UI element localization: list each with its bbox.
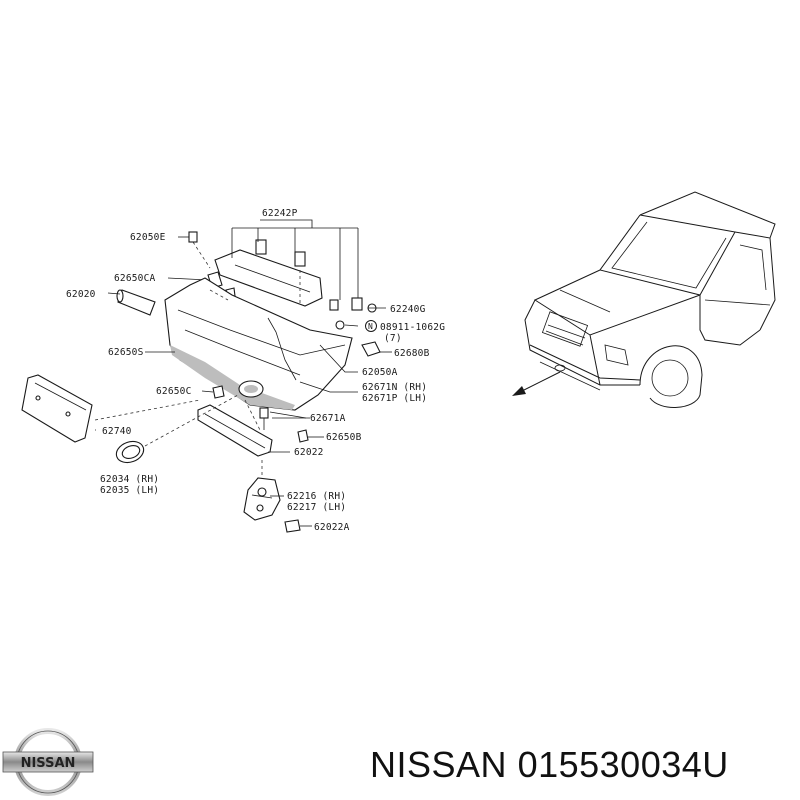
callout-62650c: 62650C	[156, 386, 192, 397]
callout-62034: 62034 (RH)	[100, 474, 159, 485]
callout-62217: 62217 (LH)	[287, 502, 346, 513]
callout-qty-7: (7)	[384, 333, 402, 344]
callout-62022: 62022	[294, 447, 324, 458]
callout-62680b: 62680B	[394, 348, 430, 359]
vehicle-illustration	[512, 191, 776, 408]
nissan-logo: NISSAN	[2, 728, 94, 796]
callout-62650s: 62650S	[108, 347, 144, 358]
callout-62020: 62020	[66, 289, 96, 300]
upper-bracket	[214, 239, 323, 307]
callout-62671p: 62671P (LH)	[362, 393, 427, 404]
callout-08911-1062g: 08911-1062G	[380, 322, 445, 333]
svg-text:N: N	[368, 322, 373, 331]
part-number: 015530034U	[517, 744, 729, 785]
part-number-caption: NISSAN 015530034U	[370, 740, 790, 790]
callout-62650b: 62650B	[326, 432, 362, 443]
svg-text:NISSAN: NISSAN	[21, 756, 76, 771]
callout-62242p: 62242P	[262, 208, 298, 219]
callout-62050e: 62050E	[130, 232, 166, 243]
callout-62035: 62035 (LH)	[100, 485, 159, 496]
license-plate-bracket	[21, 374, 201, 443]
callout-labels: 62242P 62050E 62650CA 62020 62240G N 089…	[66, 208, 445, 533]
circled-n-marker: N	[365, 320, 377, 332]
exploded-parts	[21, 219, 392, 533]
fog-lamp	[115, 394, 239, 464]
callout-62671n: 62671N (RH)	[362, 382, 427, 393]
callout-62022a: 62022A	[314, 522, 350, 533]
callout-62650ca: 62650CA	[114, 273, 156, 284]
callout-62216: 62216 (RH)	[287, 491, 346, 502]
callout-62671a: 62671A	[310, 413, 346, 424]
brand-name: NISSAN	[370, 744, 508, 785]
lower-bracket	[243, 460, 281, 521]
callout-62050a: 62050A	[362, 367, 398, 378]
callout-62240g: 62240G	[390, 304, 426, 315]
callout-62740: 62740	[102, 426, 132, 437]
bumper-cover	[164, 277, 353, 411]
